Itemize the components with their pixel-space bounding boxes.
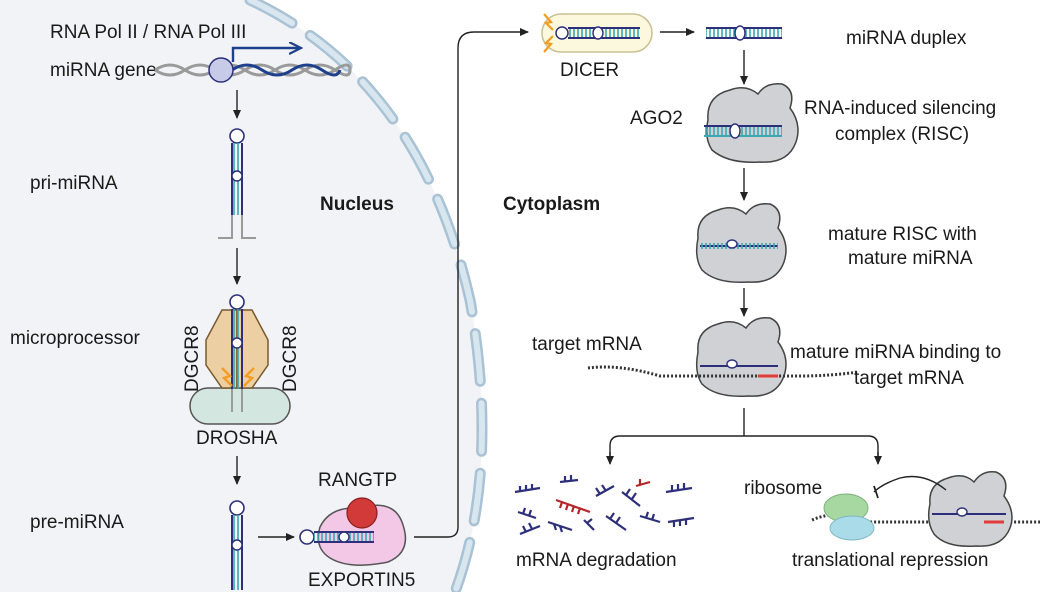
cytoplasm-label: Cytoplasm	[503, 194, 600, 215]
nuclear-envelope-inner	[247, 0, 485, 592]
risc-label-line1: RNA-induced silencing	[804, 98, 996, 119]
dicer-complex	[541, 13, 653, 53]
ago2-risc-loading	[704, 82, 799, 163]
branch-bar	[609, 435, 879, 462]
dicer-spark-bottom-icon	[543, 35, 554, 53]
binding-label-line1: mature miRNA binding to	[790, 342, 1001, 363]
target-mrna-label: target mRNA	[532, 334, 642, 355]
cleavage-spark-right-icon	[243, 367, 255, 387]
pri-mirna-hairpin-icon	[218, 128, 256, 239]
exportin5-complex	[299, 497, 407, 566]
drosha-label: DROSHA	[196, 428, 278, 449]
cleavage-spark-left-icon	[221, 367, 233, 387]
translational-repression-icon	[811, 470, 1040, 547]
binding-label-line2: target mRNA	[854, 368, 964, 389]
pre-mirna-label: pre-miRNA	[30, 512, 124, 533]
microprocessor-complex	[189, 294, 291, 425]
inhibition-arc	[873, 475, 947, 493]
pre-mirna-hairpin-icon	[229, 500, 245, 590]
mature-risc-label-line2: mature miRNA	[848, 248, 973, 269]
rangtp-shape	[346, 497, 378, 529]
mirna-gene-dna	[154, 48, 352, 83]
mirna-duplex-label: miRNA duplex	[846, 28, 967, 49]
pol-label: RNA Pol II / RNA Pol III	[50, 22, 246, 43]
ribosome-small-subunit-icon	[829, 515, 875, 541]
mature-risc-label-line1: mature RISC with	[828, 224, 977, 245]
microprocessor-label: microprocessor	[10, 328, 141, 349]
mrna-degradation-label: mRNA degradation	[516, 550, 677, 571]
pri-mirna-label: pri-miRNA	[30, 173, 118, 194]
inhibition-bar-icon	[873, 485, 879, 499]
transcription-arrow-icon	[231, 48, 300, 62]
nucleus-label: Nucleus	[320, 194, 394, 215]
drosha-shape	[189, 387, 291, 425]
mrna-fragments-icon	[514, 475, 695, 536]
exportin5-label: EXPORTIN5	[308, 570, 415, 591]
ago2-label: AGO2	[630, 108, 683, 129]
mirna-gene-label: miRNA gene	[50, 60, 157, 81]
rangtp-label: RANGTP	[318, 470, 397, 491]
mirna-duplex-icon	[706, 25, 782, 41]
arrow-export-to-dicer	[414, 28, 529, 538]
translational-repression-label: translational repression	[792, 550, 988, 571]
dgcr8-right-label: DGCR8	[280, 325, 301, 392]
risc-target-binding-icon	[587, 316, 859, 397]
dicer-spark-top-icon	[543, 13, 554, 31]
risc-label-line2: complex (RISC)	[835, 124, 969, 145]
ribosome-label: ribosome	[744, 478, 822, 499]
ago2-shape	[705, 82, 799, 163]
promoter-icon	[208, 57, 234, 83]
mature-risc-icon	[695, 202, 787, 283]
target-mrna-strand	[587, 365, 859, 378]
dicer-label: DICER	[560, 60, 619, 81]
dgcr8-left-label: DGCR8	[182, 325, 203, 392]
